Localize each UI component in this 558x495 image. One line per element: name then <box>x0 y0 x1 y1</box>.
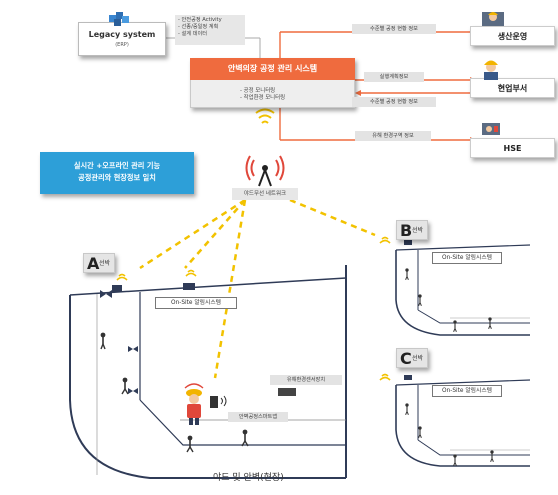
legacy-system-title: Legacy system <box>88 30 156 39</box>
central-system-title: 안벽의장 공정 관리 시스템 <box>190 58 355 80</box>
flow-tag-execution-plan: 실행계획정보 <box>364 72 424 82</box>
device-box <box>112 285 122 292</box>
ship-c-letter: C <box>400 349 412 368</box>
device-box <box>404 375 412 380</box>
yard-footer-label: 야드 및 안벽(현장) <box>213 473 284 483</box>
field-worker-icon <box>484 60 498 80</box>
ship-a-letter: A <box>87 254 100 273</box>
ship-c-badge: C 선박 <box>396 348 428 368</box>
arrowhead <box>355 90 361 96</box>
info-banner: 실시간 +오프라인 관리 기능 공정관리와 현장정보 일치 <box>40 152 194 194</box>
central-item: - 작업환경 모니터링 <box>240 95 286 101</box>
worker-helmet-icon <box>184 383 204 425</box>
ship-c-suffix: 선박 <box>412 355 424 362</box>
sensor-device-icon <box>278 388 296 396</box>
database-cubes-icon <box>109 12 129 26</box>
smartphone-icon <box>210 396 218 408</box>
ship-c-hull <box>395 379 531 467</box>
worker-figures <box>405 268 492 332</box>
ship-b-suffix: 선박 <box>412 227 424 234</box>
banner-line: 실시간 +오프라인 관리 기능 <box>73 161 161 170</box>
valve-icons <box>100 290 138 394</box>
wireless-links <box>139 198 376 379</box>
entity-field-department: 현업부서 <box>470 78 555 98</box>
ship-c-onsite-label: On-Site 알림시스템 <box>432 385 502 397</box>
central-item: - 공정 모니터링 <box>240 88 276 94</box>
device-box <box>404 240 412 245</box>
worker-figures <box>100 332 249 453</box>
ship-a-suffix: 선박 <box>99 260 111 267</box>
network-label: 야드무선 네트워크 <box>232 188 298 200</box>
entity-production: 생산운영 <box>470 26 555 46</box>
central-system-items: - 공정 모니터링 - 작업환경 모니터링 <box>240 88 285 102</box>
ship-a-badge: A 선박 <box>83 253 115 273</box>
ship-b-letter: B <box>400 221 413 240</box>
entity-hse: HSE <box>470 138 555 158</box>
ship-b-hull <box>395 244 531 336</box>
wifi-signal-icon <box>255 108 275 124</box>
legacy-system-box: Legacy system (ERP) <box>78 22 166 56</box>
antenna-tower-icon <box>245 155 285 187</box>
legacy-note: - 설계 데이터 <box>178 31 208 37</box>
banner-line: 공정관리와 현장정보 일치 <box>78 173 156 182</box>
factory-worker-icon <box>482 12 504 26</box>
signal-icon <box>220 395 227 407</box>
device-box <box>183 283 195 290</box>
flow-tag-field: 수준별 공정 현황 정보 <box>352 97 436 107</box>
legacy-note: - 안전공정 Activity <box>178 17 222 23</box>
legacy-notes: - 안전공정 Activity - 선종/중일정 계획 - 설계 데이터 <box>175 15 245 45</box>
legacy-note: - 선종/중일정 계획 <box>178 24 219 30</box>
worker-figures <box>405 403 494 466</box>
smart-app-label: 안벽공정스마트앱 <box>228 412 288 422</box>
flow-tag-production: 수준별 공정 현황 정보 <box>352 24 436 34</box>
ship-b-onsite-label: On-Site 알림시스템 <box>432 252 502 264</box>
sensor-device-label: 유해환경센서장치 <box>270 375 342 385</box>
ship-b-badge: B 선박 <box>396 220 428 240</box>
flow-tag-hse: 유해 환경구역 정보 <box>355 131 431 141</box>
ship-a-onsite-label: On-Site 알림시스템 <box>155 297 237 309</box>
legacy-system-subtitle: (ERP) <box>115 42 129 48</box>
wifi-icon <box>116 236 391 381</box>
hse-monitor-icon <box>482 123 500 135</box>
ship-a-hull <box>69 265 347 479</box>
